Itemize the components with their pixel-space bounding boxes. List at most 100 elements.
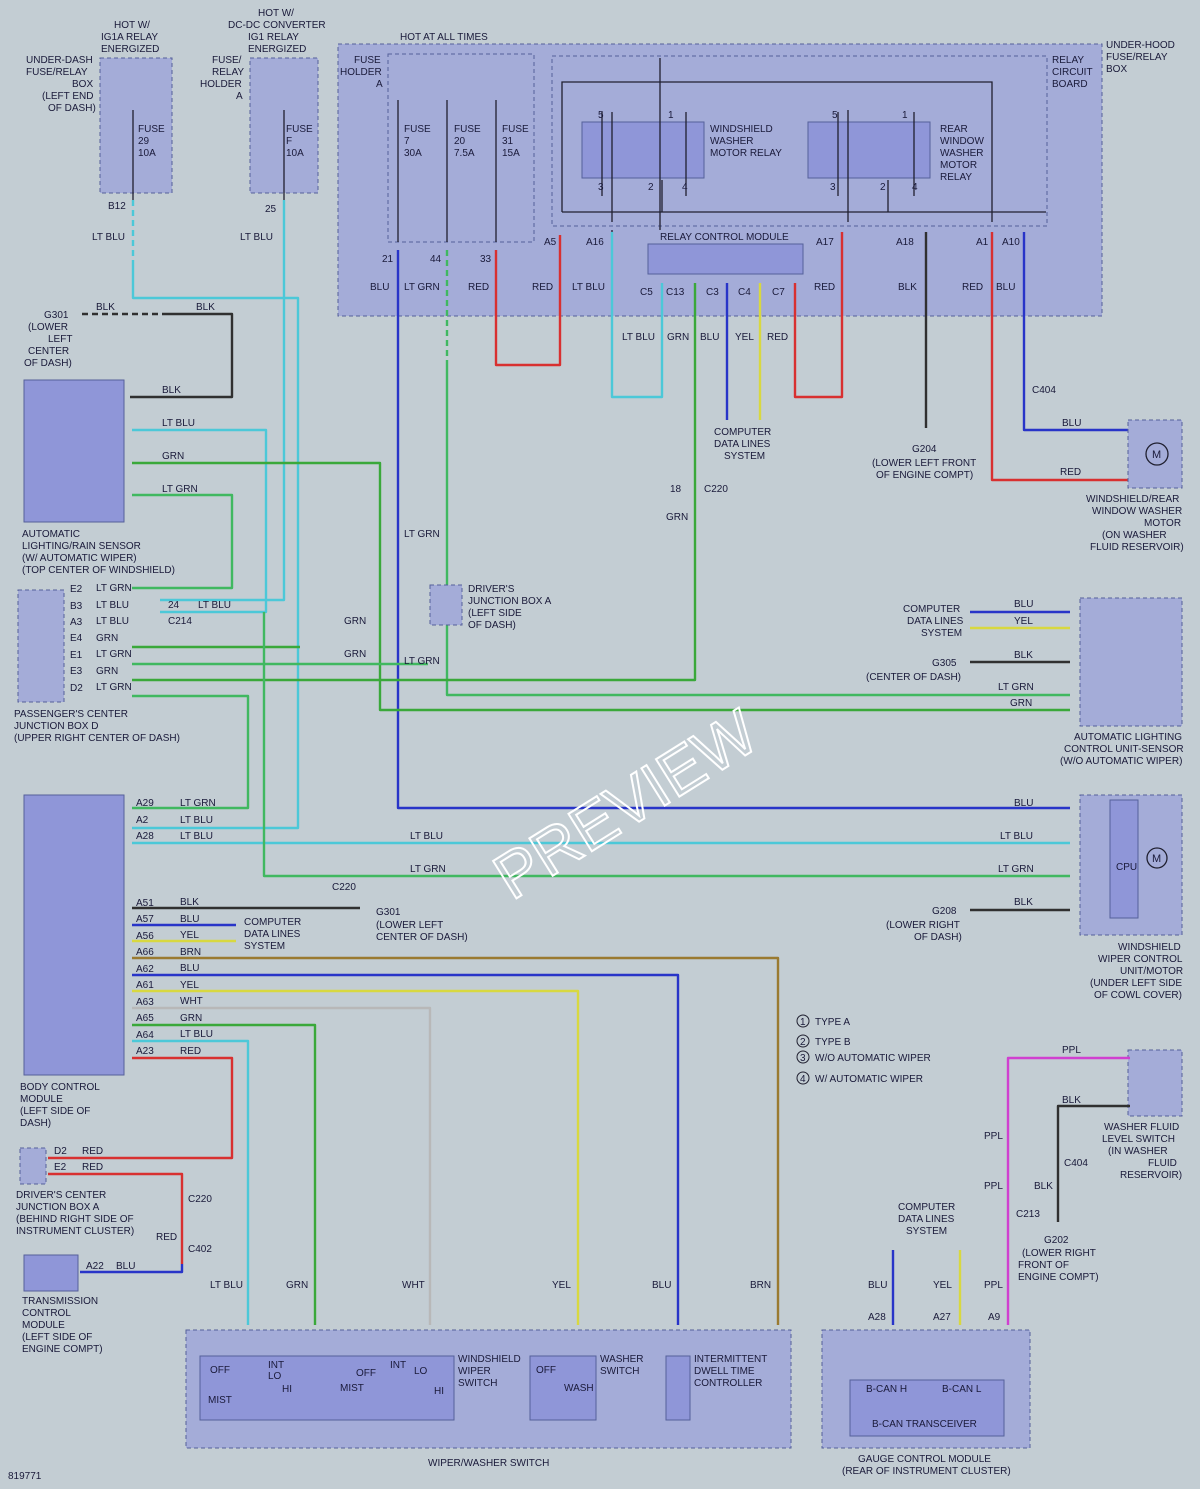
wire-ltgrn-sensor4 (132, 493, 234, 590)
svg-text:BLU: BLU (1014, 798, 1033, 809)
svg-text:3: 3 (830, 182, 836, 193)
wire-ltblu-fuse29 (131, 265, 300, 830)
svg-text:C220: C220 (188, 1194, 212, 1205)
svg-text:G202: G202 (1044, 1235, 1069, 1246)
gauge-label: GAUGE CONTROL MODULE(REAR OF INSTRUMENT … (842, 1454, 1011, 1477)
svg-text:PPL: PPL (984, 1181, 1003, 1192)
svg-text:A28: A28 (136, 831, 154, 842)
wire-blu-a22 (80, 1264, 184, 1274)
svg-text:A28: A28 (868, 1312, 886, 1323)
svg-text:G301: G301 (376, 907, 401, 918)
svg-text:BLK: BLK (180, 897, 199, 908)
drivers-center-jb (19, 1147, 47, 1185)
svg-text:A10: A10 (1002, 237, 1020, 248)
svg-text:(LOWER RIGHT: (LOWER RIGHT (1022, 1248, 1096, 1259)
fuse-leads (132, 100, 497, 242)
svg-text:M: M (1152, 449, 1161, 461)
svg-text:ENGINE COMPT): ENGINE COMPT) (1018, 1272, 1099, 1283)
svg-text:LT BLU: LT BLU (198, 600, 231, 611)
svg-text:G208: G208 (932, 906, 957, 917)
svg-text:WHT: WHT (402, 1280, 425, 1291)
wire-brn-a66 (132, 956, 780, 1325)
svg-text:RED: RED (82, 1162, 103, 1173)
svg-text:BLK: BLK (162, 385, 181, 396)
svg-text:YEL: YEL (1014, 616, 1033, 627)
legend-2: TYPE B (815, 1037, 851, 1048)
svg-text:LT BLU: LT BLU (240, 232, 273, 243)
svg-text:LT BLU: LT BLU (96, 616, 129, 627)
svg-text:BLK: BLK (196, 302, 215, 313)
svg-text:25: 25 (265, 204, 277, 215)
svg-text:A29: A29 (136, 798, 154, 809)
svg-text:CENTER OF DASH): CENTER OF DASH) (376, 932, 468, 943)
svg-text:4: 4 (912, 182, 918, 193)
svg-text:DATA LINES: DATA LINES (714, 439, 771, 450)
svg-text:819771: 819771 (8, 1471, 42, 1482)
svg-text:LO: LO (414, 1366, 428, 1377)
svg-text:OF DASH): OF DASH) (24, 358, 72, 369)
wire-red-e2 (48, 1172, 184, 1264)
wire-red-c7 (793, 232, 844, 399)
svg-text:LT BLU: LT BLU (410, 831, 443, 842)
wire-blu-a62 (132, 973, 680, 1325)
svg-text:A9: A9 (988, 1312, 1001, 1323)
svg-text:BLK: BLK (96, 302, 115, 313)
svg-text:HI: HI (434, 1386, 444, 1397)
svg-text:BLK: BLK (1014, 650, 1033, 661)
svg-text:A17: A17 (816, 237, 834, 248)
svg-text:(LOWER LEFT: (LOWER LEFT (376, 920, 443, 931)
svg-text:C7: C7 (772, 287, 785, 298)
svg-text:LT BLU: LT BLU (622, 332, 655, 343)
svg-text:B12: B12 (108, 201, 126, 212)
relay-control-module (647, 243, 804, 275)
svg-text:(LOWER RIGHT: (LOWER RIGHT (886, 920, 960, 931)
svg-text:3: 3 (598, 182, 604, 193)
cpu-block (1109, 799, 1139, 919)
svg-text:BLK: BLK (898, 282, 917, 293)
svg-text:A2: A2 (136, 815, 149, 826)
svg-text:LT BLU: LT BLU (180, 1029, 213, 1040)
svg-text:GRN: GRN (96, 666, 118, 677)
svg-text:LT GRN: LT GRN (404, 282, 440, 293)
bcan-transceiver (849, 1379, 1005, 1437)
svg-text:2: 2 (880, 182, 886, 193)
svg-text:LT GRN: LT GRN (180, 798, 216, 809)
svg-text:LT BLU: LT BLU (162, 418, 195, 429)
svg-text:YEL: YEL (552, 1280, 571, 1291)
svg-text:INT: INT (268, 1360, 284, 1371)
rcm-label: RELAY CONTROL MODULE (660, 232, 789, 243)
svg-text:33: 33 (480, 254, 492, 265)
relay-leads (601, 110, 915, 222)
dwell-controller (665, 1355, 691, 1421)
bcan-l: B-CAN L (942, 1384, 982, 1395)
svg-text:LO: LO (268, 1371, 282, 1382)
svg-text:3: 3 (800, 1053, 806, 1064)
svg-text:LT GRN: LT GRN (410, 864, 446, 875)
svg-text:E2: E2 (54, 1162, 67, 1173)
svg-text:C213: C213 (1016, 1209, 1040, 1220)
svg-text:C3: C3 (706, 287, 719, 298)
svg-text:A16: A16 (586, 237, 604, 248)
svg-text:BLK: BLK (1034, 1181, 1053, 1192)
svg-text:YEL: YEL (735, 332, 754, 343)
wiper-washer-switch-label: WIPER/WASHER SWITCH (428, 1458, 549, 1469)
svg-text:(CENTER OF DASH): (CENTER OF DASH) (866, 672, 961, 683)
svg-text:18: 18 (670, 484, 682, 495)
svg-text:C5: C5 (640, 287, 653, 298)
svg-text:A66: A66 (136, 947, 154, 958)
